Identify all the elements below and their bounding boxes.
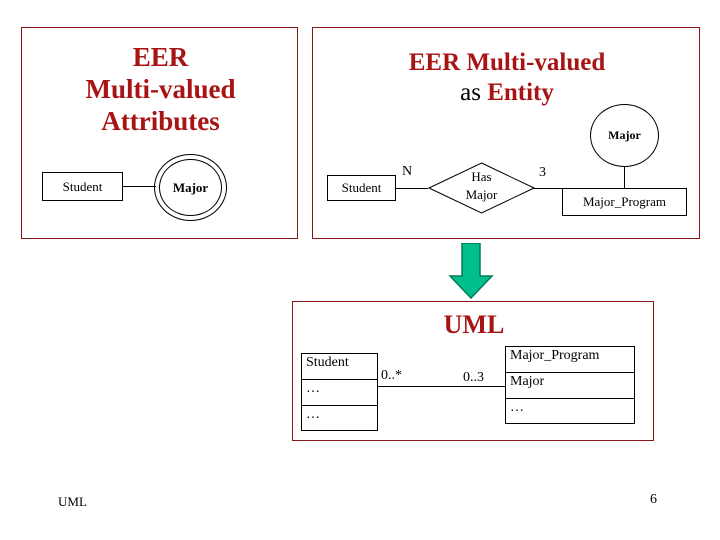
panel-eer-as-entity-title: EER Multi-valued as Entity — [313, 48, 701, 107]
uml-class-major-program-name: Major_Program — [506, 347, 634, 373]
er-attribute-major-right[interactable]: Major — [590, 104, 659, 167]
uml-class-student[interactable]: Student … … — [301, 353, 378, 431]
er-entity-major-program[interactable]: Major_Program — [562, 188, 687, 216]
panel-uml-title: UML — [443, 310, 505, 339]
er-relationship-has-major[interactable]: Has Major — [428, 162, 535, 214]
panel-eer-multivalued-attributes: EER Multi-valued Attributes Student Majo… — [21, 27, 298, 239]
er-entity-student-left[interactable]: Student — [42, 172, 123, 201]
uml-class-student-operations: … — [306, 407, 320, 422]
er-attribute-major-outer-ring-left — [154, 154, 227, 221]
connector-major-to-major-program — [624, 167, 625, 189]
uml-class-student-attributes: … — [302, 380, 377, 406]
title-line-2-prefix: as — [460, 78, 481, 106]
title-line-1: EER — [132, 42, 189, 72]
uml-class-major-program-attributes: Major — [506, 373, 634, 399]
uml-multiplicity-right: 0..3 — [463, 370, 484, 385]
cardinality-label-n: N — [402, 164, 413, 179]
title-line-2: Multi-valued — [85, 73, 236, 104]
connector-student-major-left — [123, 186, 156, 187]
uml-multiplicity-left: 0..* — [381, 368, 402, 383]
er-attribute-major-left[interactable]: Major — [159, 159, 222, 216]
title-line-3: Attributes — [101, 105, 220, 136]
slide-footer-label: UML — [58, 494, 87, 509]
uml-association-line — [378, 386, 505, 387]
slide-page-number: 6 — [650, 492, 657, 507]
panel-eer-multivalued-as-entity: EER Multi-valued as Entity Major Student… — [312, 27, 700, 239]
er-entity-student-right[interactable]: Student — [327, 175, 396, 201]
title-line-1: EER Multi-valued — [408, 49, 606, 76]
down-arrow-icon — [447, 243, 495, 299]
uml-class-major-program[interactable]: Major_Program Major … — [505, 346, 635, 424]
title-line-2: as Entity — [313, 78, 701, 108]
connector-relationship-to-major-program — [534, 188, 563, 189]
panel-eer-multivalued-title: EER Multi-valued Attributes — [22, 42, 299, 138]
uml-class-student-name: Student — [302, 354, 377, 380]
cardinality-label-3: 3 — [539, 165, 546, 180]
title-line-2-emphasis: Entity — [487, 78, 554, 106]
diamond-shape-icon — [428, 162, 535, 214]
panel-uml-diagram: UML Student … … 0..* 0..3 Major_Program … — [292, 301, 654, 441]
uml-class-major-program-operations: … — [510, 400, 524, 415]
connector-student-to-relationship — [396, 188, 428, 189]
